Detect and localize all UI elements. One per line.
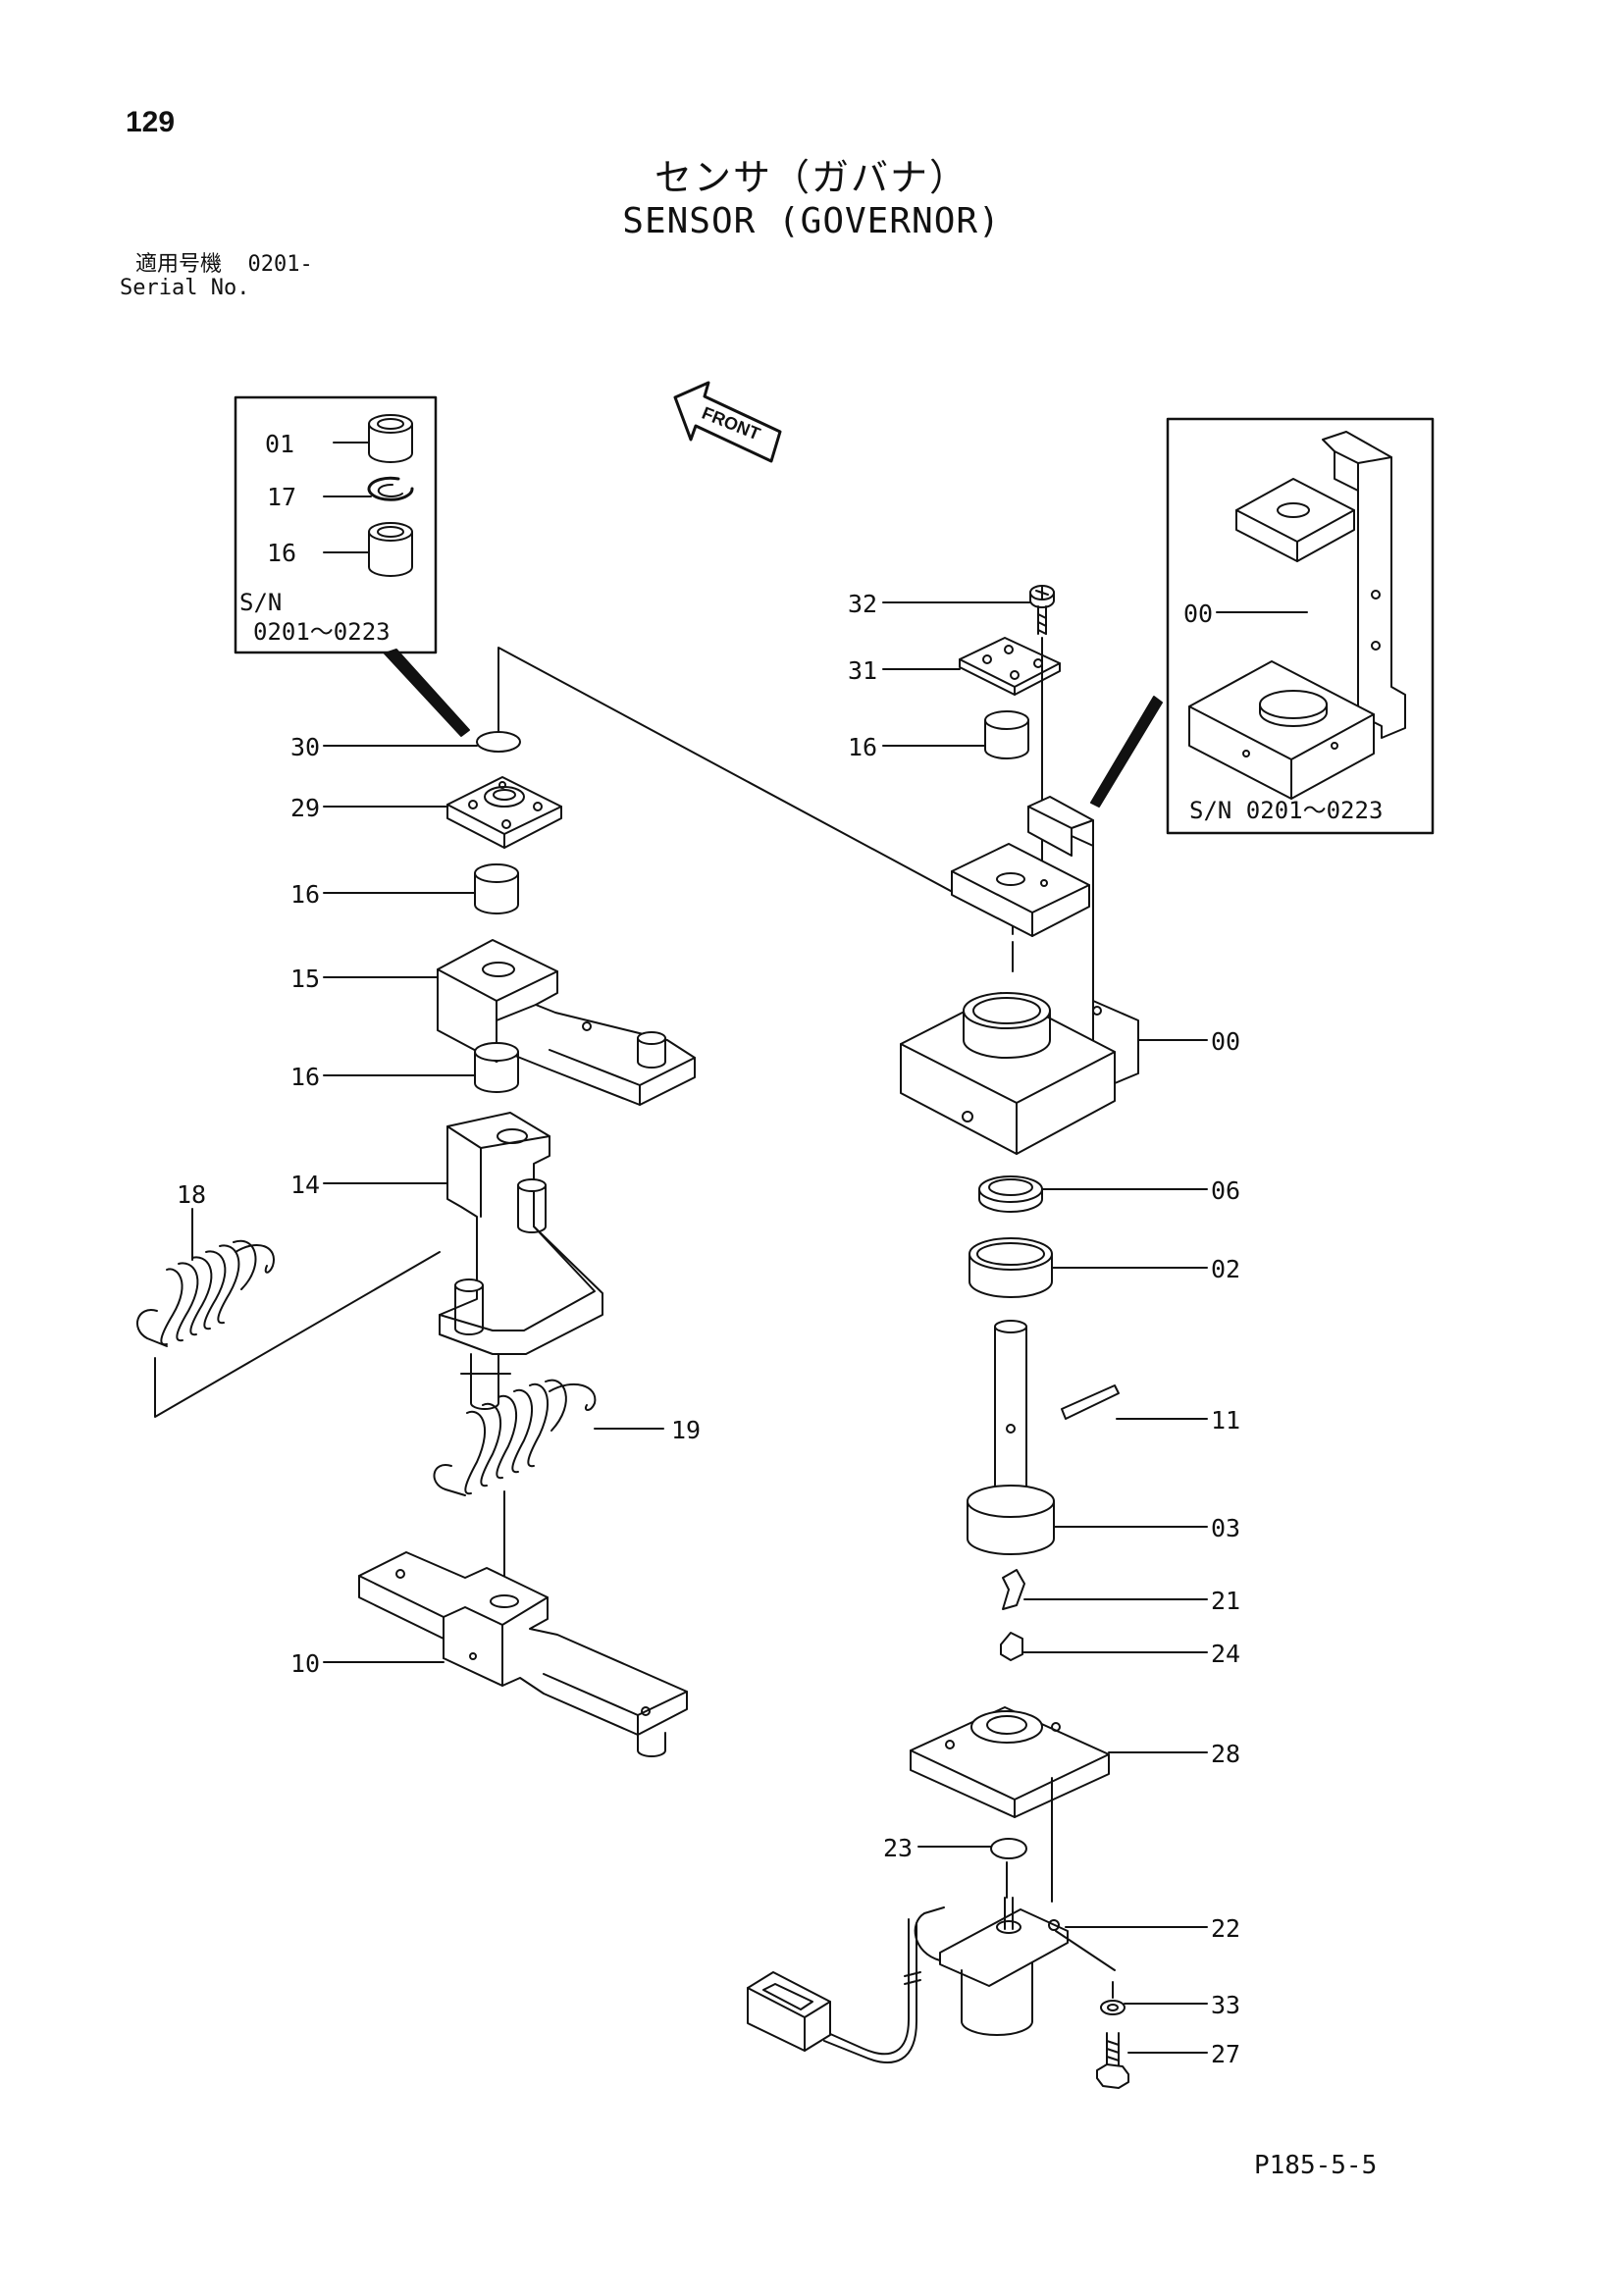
part-14-arm — [439, 1112, 603, 1410]
callout-02: 02 — [1211, 1255, 1240, 1283]
footer-page-code: P185-5-5 — [1254, 2151, 1378, 2180]
part-15-lever — [437, 939, 696, 1106]
callout-03: 03 — [1211, 1514, 1240, 1542]
callout-15: 15 — [290, 965, 320, 993]
callout-30: 30 — [290, 733, 320, 761]
part-01-bushing — [368, 414, 413, 463]
inset-box-left: 01 17 16 S/N 0201～0223 — [234, 395, 438, 654]
callout-32: 32 — [848, 590, 877, 618]
part-17-snap-ring — [367, 476, 414, 501]
serial-label-japanese: 適用号機 — [135, 252, 223, 277]
part-23-o-ring — [990, 1838, 1027, 1859]
inset-left-sn-range: 0201～0223 — [253, 618, 391, 646]
callout-33: 33 — [1211, 1991, 1240, 2019]
serial-label-english: Serial No. — [120, 276, 250, 300]
part-11-pin — [1061, 1384, 1120, 1420]
callout-21: 21 — [1211, 1587, 1240, 1615]
serial-value: 0201- — [247, 252, 313, 277]
part-31-plate — [959, 637, 1061, 696]
inset-right-sn-text: S/N 0201～0223 — [1189, 797, 1383, 824]
callout-22: 22 — [1211, 1914, 1240, 1943]
part-24-collar — [1000, 1632, 1023, 1661]
callout-16c: 16 — [848, 733, 877, 761]
page-title-english: SENSOR (GOVERNOR) — [622, 201, 1001, 241]
callout-16a: 16 — [290, 880, 320, 909]
callout-01: 01 — [265, 430, 294, 458]
callout-31: 31 — [848, 656, 877, 685]
inset-right-pointer — [1090, 696, 1163, 808]
callout-16b: 16 — [290, 1063, 320, 1091]
page-number: 129 — [126, 106, 176, 138]
serial-number-block: 適用号機 0201- Serial No. — [120, 253, 313, 300]
part-06-seal — [978, 1175, 1043, 1213]
callout-29: 29 — [290, 794, 320, 822]
part-16-bushing-inset — [368, 522, 413, 577]
callout-06: 06 — [1211, 1176, 1240, 1205]
part-33-washer — [1100, 2000, 1126, 2015]
part-16-bushing-c — [984, 710, 1029, 759]
callout-00: 00 — [1211, 1027, 1240, 1056]
part-30-o-ring — [476, 731, 521, 753]
part-03-shaft — [967, 1320, 1055, 1555]
part-16-bushing-b — [474, 1042, 519, 1093]
part-10-lever — [358, 1551, 688, 1757]
part-22-sensor — [747, 1861, 1069, 2063]
assembly-line-22 — [1055, 1930, 1116, 1971]
part-19-spring — [433, 1379, 597, 1496]
front-arrow-icon: FRONT — [673, 381, 782, 463]
part-16-bushing-a — [474, 863, 519, 914]
part-29-plate — [446, 776, 562, 849]
callout-23: 23 — [883, 1834, 913, 1862]
part-00-bracket — [900, 796, 1139, 1155]
callout-14: 14 — [290, 1171, 320, 1199]
callout-19: 19 — [671, 1416, 701, 1444]
part-18-spring — [136, 1239, 275, 1347]
callout-18: 18 — [177, 1180, 206, 1209]
assembly-line-18 — [154, 1251, 441, 1418]
callout-28: 28 — [1211, 1740, 1240, 1768]
part-27-bolt — [1096, 2032, 1129, 2089]
part-28-plate — [910, 1706, 1110, 1818]
callout-16-inset: 16 — [267, 539, 296, 567]
callout-24: 24 — [1211, 1640, 1240, 1668]
inset-box-right: 00 S/N 0201～0223 — [1166, 417, 1435, 835]
part-21-clip — [1002, 1569, 1025, 1610]
callout-10: 10 — [290, 1649, 320, 1678]
inset-left-sn-label: S/N — [239, 589, 282, 616]
callout-11: 11 — [1211, 1406, 1240, 1435]
inset-left-pointer — [384, 649, 470, 737]
callout-17: 17 — [267, 483, 296, 511]
part-32-bolt — [1029, 585, 1055, 635]
callout-00-inset: 00 — [1183, 600, 1213, 628]
part-02-ring — [969, 1237, 1053, 1298]
assembly-line-30-to-00 — [497, 647, 1014, 935]
callout-27: 27 — [1211, 2040, 1240, 2068]
page-title-japanese: センサ（ガバナ） — [654, 156, 969, 199]
